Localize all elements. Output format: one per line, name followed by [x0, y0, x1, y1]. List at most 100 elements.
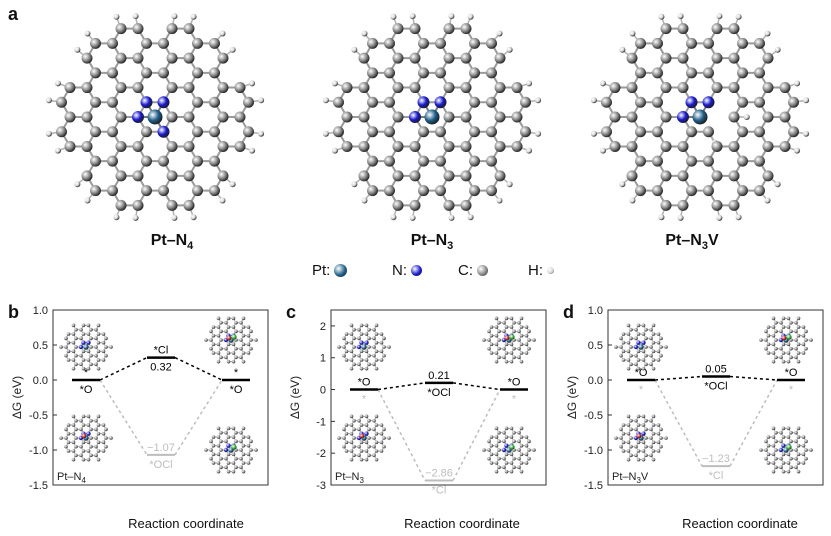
x-axis-label-c: Reaction coordinate	[404, 516, 520, 531]
level-label-bottom: *Cl	[432, 485, 447, 497]
system-label: Pt–N4	[57, 471, 86, 485]
mini-structure-top-left	[59, 323, 113, 371]
structure-label-pt-n3v: Pt–N3V	[665, 232, 719, 253]
legend-label-n: N:	[392, 262, 407, 279]
level-label-top: −2.86	[425, 468, 453, 480]
c-atom-icon	[477, 265, 488, 276]
panel-letter-a: a	[8, 4, 19, 24]
path-connector	[729, 379, 778, 467]
panel-letter-c: c	[286, 302, 297, 322]
molecular-structures	[45, 13, 810, 221]
legend-label-h: H:	[528, 262, 543, 279]
path-connector	[452, 382, 501, 391]
molecule-pt-n4	[45, 13, 265, 221]
legend-label-c: C:	[458, 262, 473, 279]
y-tick-label: -1.0	[584, 445, 603, 457]
mini-structure-top-right	[482, 316, 536, 364]
panel-letter-d: d	[563, 302, 574, 322]
y-tick-label: 0.5	[588, 340, 603, 352]
h-atom-icon	[547, 267, 554, 274]
mini-structure-top-left	[337, 323, 391, 371]
level-label-top: *O	[785, 367, 798, 379]
y-axis-label: ΔG (eV)	[288, 376, 302, 419]
mini-structure-top-right	[759, 316, 813, 364]
atom-legend: Pt: N: C: H:	[0, 262, 831, 288]
mini-structure-top-left	[614, 323, 668, 371]
y-tick-label: -2	[316, 448, 326, 460]
y-tick-label: -0.5	[29, 410, 48, 422]
pt-atom-icon	[334, 264, 348, 277]
y-tick-label: 2	[320, 321, 326, 333]
y-axis-label: ΔG (eV)	[10, 376, 24, 419]
plot-frame	[330, 309, 547, 486]
series-primary: *O 0.21 *OCl *O	[350, 370, 528, 399]
plot-frame	[607, 309, 824, 486]
energy-chart-b: 1.0 0.5 0.0 -0.5 -1.0 -1.5 ΔG (eV) −1.07 *OCl * *O…	[10, 305, 269, 492]
path-connector	[654, 379, 703, 467]
y-tick-label: 1	[320, 353, 326, 365]
level-label-bottom: 0.32	[150, 362, 171, 374]
mini-structure-top-right	[204, 316, 258, 364]
level-label-bottom: *O	[230, 384, 243, 396]
level-label-top: *	[84, 367, 89, 379]
series-secondary: *−1.23*Cl*	[627, 379, 805, 482]
y-tick-label: 0.5	[33, 340, 48, 352]
level-label-bottom: *OCl	[704, 381, 727, 393]
y-tick-label: 1.0	[588, 305, 603, 317]
system-label: Pt–N3	[335, 471, 364, 485]
legend-item-c: C:	[458, 262, 488, 279]
mini-structure-bottom-left	[614, 414, 668, 462]
level-label-top: 0.05	[705, 364, 726, 376]
series-primary: * *O *Cl 0.32 * *O	[72, 345, 250, 396]
energy-chart-d: 1.00.50.0-0.5-1.0-1.5ΔG (eV)*−1.23*Cl**O…	[565, 305, 824, 492]
panel-letter-b: b	[8, 302, 19, 322]
y-tick-label: -1.0	[29, 445, 48, 457]
path-connector	[99, 356, 148, 381]
level-label-top: *O	[508, 377, 521, 389]
x-axis-label-b: Reaction coordinate	[128, 516, 244, 531]
y-tick-label: 0.0	[33, 375, 48, 387]
molecule-pt-n3v	[590, 13, 810, 221]
system-label: Pt–N3V	[612, 471, 649, 485]
path-connector	[377, 382, 426, 391]
x-axis-label-d: Reaction coordinate	[682, 516, 798, 531]
energy-chart-c: 2 1 0 -1 -2 -3 ΔG (eV) * −2.86 *Cl * *O 0.21 *OCl *O Pt…	[288, 309, 547, 497]
level-label-bottom: *	[362, 394, 367, 406]
legend-item-h: H:	[528, 262, 554, 279]
structure-label-pt-n4: Pt–N4	[150, 232, 194, 253]
level-label-top: *O	[358, 377, 371, 389]
mini-structure-bottom-left	[59, 414, 113, 462]
level-label-top: −1.23	[702, 453, 730, 465]
n-atom-icon	[411, 265, 422, 276]
level-label-top: *	[234, 367, 239, 379]
path-connector	[452, 389, 501, 481]
y-tick-label: -1.5	[584, 480, 603, 492]
y-tick-label: -1	[316, 416, 326, 428]
legend-label-pt: Pt:	[312, 262, 331, 279]
level-label-bottom: *O	[80, 384, 93, 396]
level-label-top: 0.21	[428, 370, 449, 382]
level-label-bottom: *	[512, 394, 517, 406]
level-label-top: *Cl	[154, 345, 169, 357]
level-label-top: −1.07	[147, 442, 175, 454]
legend-item-pt: Pt:	[312, 262, 348, 279]
mini-structure-bottom-left	[337, 414, 391, 462]
path-connector	[654, 375, 703, 381]
y-tick-label: 0	[320, 385, 326, 397]
y-tick-label: -3	[316, 480, 326, 492]
y-tick-label: 0.0	[588, 375, 603, 387]
path-connector	[99, 379, 148, 456]
level-label-bottom: *	[639, 384, 644, 396]
legend-item-n: N:	[392, 262, 422, 279]
structure-label-pt-n3: Pt–N3	[410, 232, 454, 253]
level-label-bottom: *OCl	[149, 459, 172, 471]
path-connector	[377, 389, 426, 481]
path-connector	[174, 356, 223, 381]
y-tick-label: 1.0	[33, 305, 48, 317]
mini-structure-bottom-right	[204, 426, 258, 474]
level-label-bottom: *OCl	[427, 387, 450, 399]
path-connector	[174, 379, 223, 456]
y-tick-label: -1.5	[29, 480, 48, 492]
level-label-bottom: *	[789, 384, 794, 396]
